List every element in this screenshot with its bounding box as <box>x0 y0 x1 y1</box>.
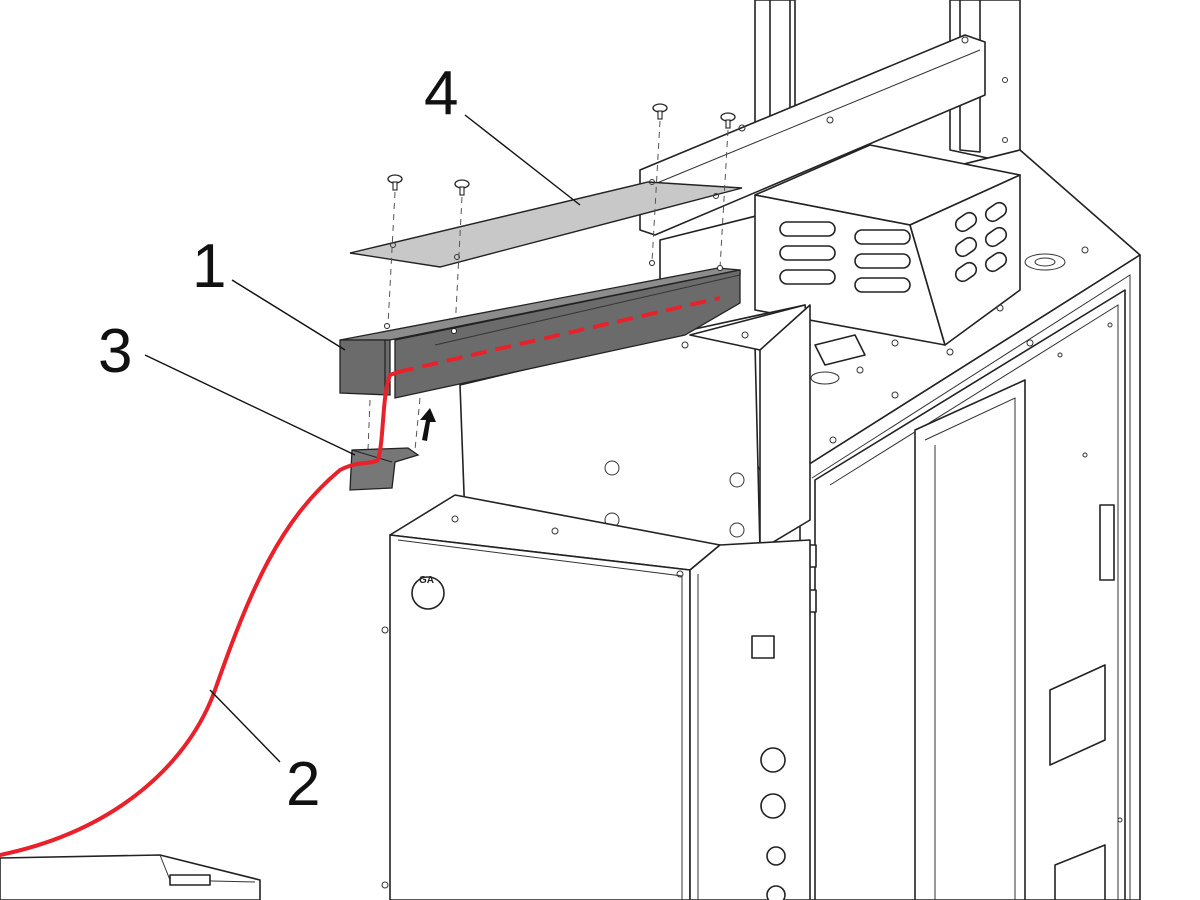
lower-cabinet: GA <box>381 494 811 900</box>
callout-2: 2 <box>286 750 320 819</box>
top-rail <box>639 34 986 236</box>
screw <box>720 112 736 129</box>
callout-3: 3 <box>98 317 132 386</box>
top-surface-details <box>810 304 1034 444</box>
badge-text: GA <box>419 575 434 586</box>
callout-1: 1 <box>192 232 226 301</box>
screw <box>387 174 403 191</box>
cover-plate <box>349 179 743 268</box>
up-arrow-icon <box>420 408 436 441</box>
screw <box>454 179 470 196</box>
callout-4: 4 <box>424 59 458 128</box>
callout-labels: 1 2 3 4 <box>98 59 458 819</box>
vent-slots <box>779 201 1008 293</box>
screw <box>652 103 668 120</box>
alignment-lines <box>367 120 729 451</box>
leader-lines <box>144 114 581 763</box>
cable-channel <box>339 260 741 399</box>
ground-badge <box>411 576 445 610</box>
screws <box>387 103 736 196</box>
floor-base <box>0 854 261 900</box>
cable-clamp-bracket <box>349 447 420 491</box>
power-cable <box>0 296 721 857</box>
junction-box <box>459 304 811 551</box>
